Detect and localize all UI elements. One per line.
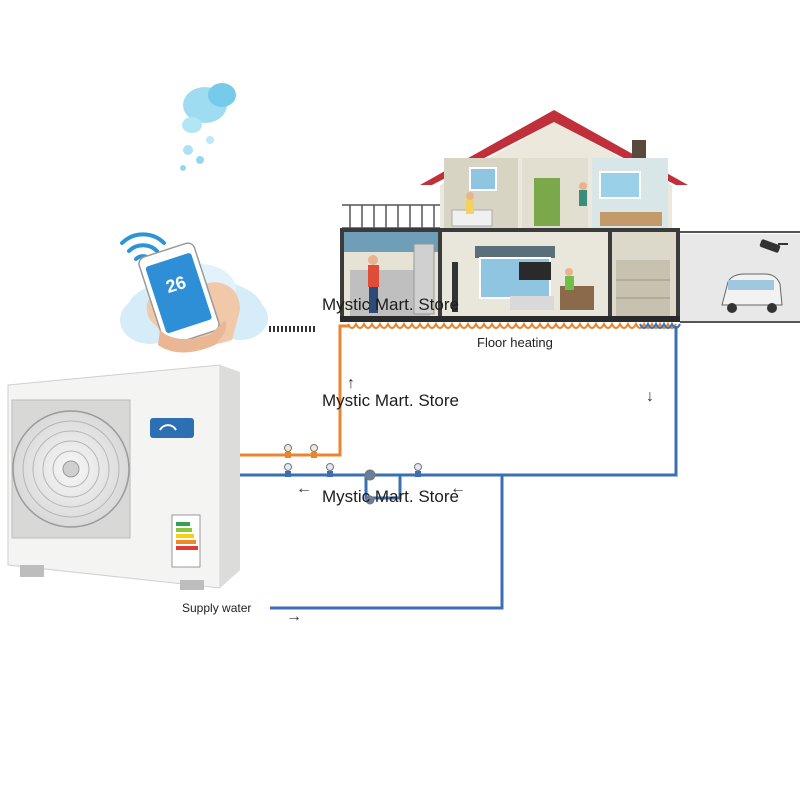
smartphone-icon bbox=[138, 242, 240, 353]
supply-water-label: Supply water bbox=[182, 601, 252, 615]
car-icon bbox=[721, 273, 783, 313]
heat-pump-unit bbox=[7, 364, 240, 590]
cold-water-pipe bbox=[240, 326, 678, 610]
flow-right-arrow-icon: → bbox=[286, 608, 302, 625]
store-watermark: Mystic Mart. Store bbox=[322, 487, 459, 506]
balcony-rail bbox=[342, 204, 440, 229]
store-watermark: Mystic Mart. Store bbox=[322, 295, 459, 314]
store-watermark: Mystic Mart. Store bbox=[322, 391, 459, 410]
floor-heating-label: Floor heating bbox=[477, 335, 553, 350]
flow-up-arrow-icon: ↑ bbox=[347, 375, 355, 392]
flow-left-arrow-icon: ← bbox=[450, 480, 466, 497]
flow-left-arrow-icon: ← bbox=[296, 480, 312, 497]
valve-icons bbox=[284, 444, 422, 505]
brand-badge-icon bbox=[150, 418, 194, 438]
floor-heating-coil bbox=[347, 321, 681, 329]
house bbox=[340, 110, 688, 322]
garage bbox=[680, 231, 800, 323]
flow-down-arrow-icon: ↓ bbox=[646, 388, 654, 405]
signal-dashes bbox=[269, 326, 315, 332]
security-camera-icon bbox=[759, 239, 788, 253]
water-splash-icon bbox=[180, 83, 236, 171]
